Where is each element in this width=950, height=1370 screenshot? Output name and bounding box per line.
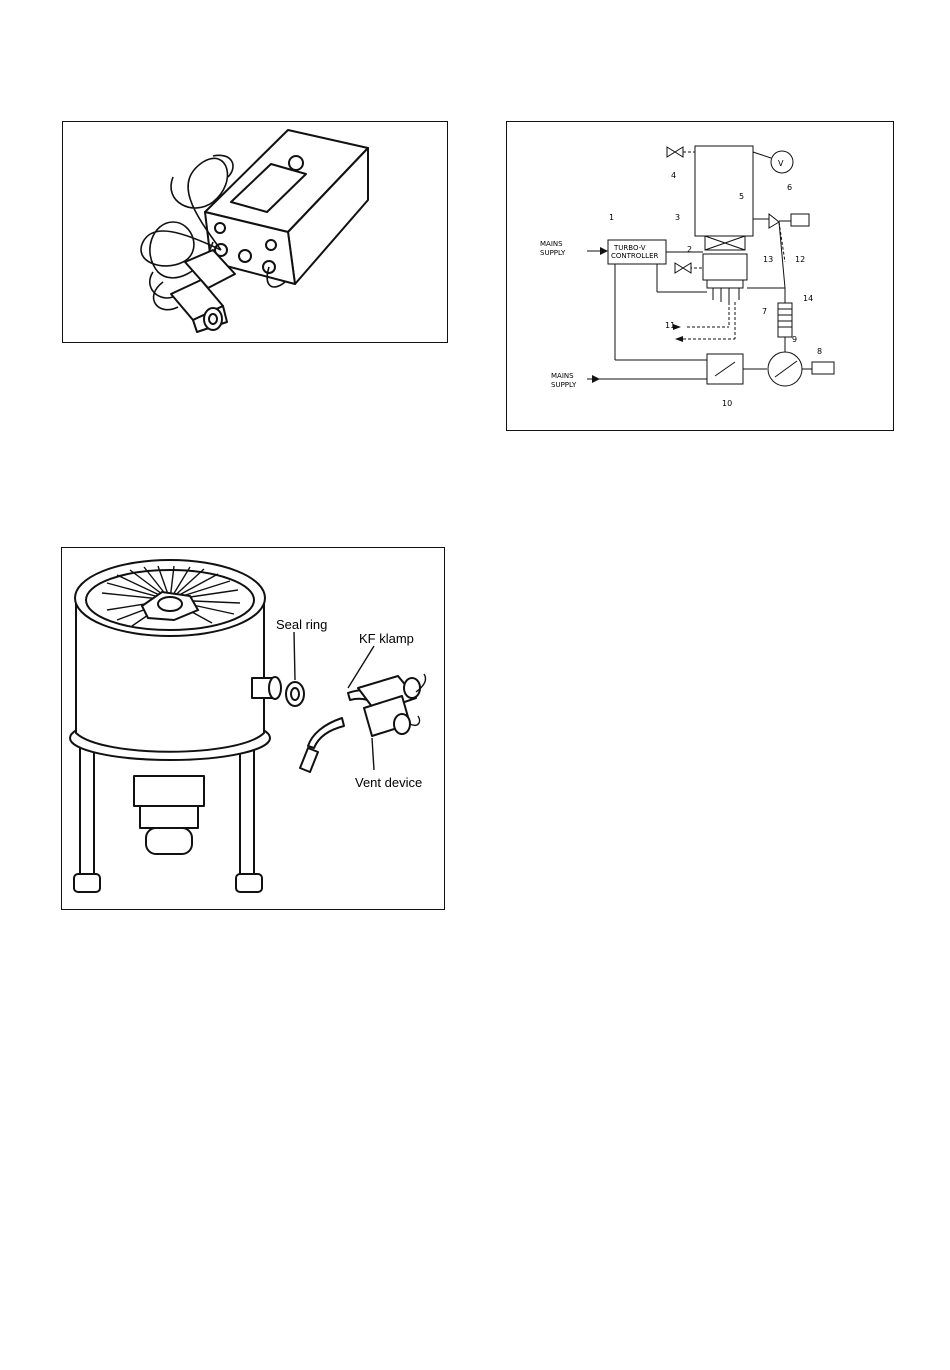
seal-ring-label: Seal ring bbox=[276, 617, 327, 632]
vent-device-label: Vent device bbox=[355, 775, 422, 790]
figure-vent-controller bbox=[62, 121, 448, 343]
callout-3: 3 bbox=[675, 213, 680, 222]
callout-1: 1 bbox=[609, 213, 614, 222]
callout-8: 8 bbox=[817, 347, 822, 356]
callout-12: 12 bbox=[795, 255, 805, 264]
schematic-diagram: V . MAINS SUPPLY MAINS SUPPLY TURBO-V CO… bbox=[507, 122, 895, 432]
controller-label-line2: CONTROLLER bbox=[611, 252, 659, 260]
callout-5: 5 bbox=[739, 192, 744, 201]
mains-supply-bottom-line1: MAINS bbox=[551, 372, 574, 380]
callout-10: 10 bbox=[722, 399, 732, 408]
pump-illustration bbox=[62, 548, 446, 911]
svg-text:V: V bbox=[778, 159, 784, 168]
mains-supply-top-line1: MAINS bbox=[540, 240, 563, 248]
figure-vacuum-schematic: V . MAINS SUPPLY MAINS SUPPLY TURBO-V CO… bbox=[506, 121, 894, 431]
callout-4: 4 bbox=[671, 171, 676, 180]
callout-6: 6 bbox=[787, 183, 792, 192]
callout-11: 11 bbox=[665, 321, 675, 330]
callout-7: 7 bbox=[762, 307, 767, 316]
callout-9: 9 bbox=[792, 335, 797, 344]
callout-14: 14 bbox=[803, 294, 813, 303]
callout-13: 13 bbox=[763, 255, 773, 264]
mains-supply-top-line2: SUPPLY bbox=[540, 249, 566, 257]
callout-2: 2 bbox=[687, 245, 692, 254]
figure-pump-vent-assembly: Seal ring KF klamp Vent device bbox=[61, 547, 445, 910]
controller-illustration bbox=[63, 122, 449, 344]
controller-label-line1: TURBO-V bbox=[613, 244, 646, 252]
kf-klamp-label: KF klamp bbox=[359, 631, 414, 646]
mains-supply-bottom-line2: SUPPLY bbox=[551, 381, 577, 389]
